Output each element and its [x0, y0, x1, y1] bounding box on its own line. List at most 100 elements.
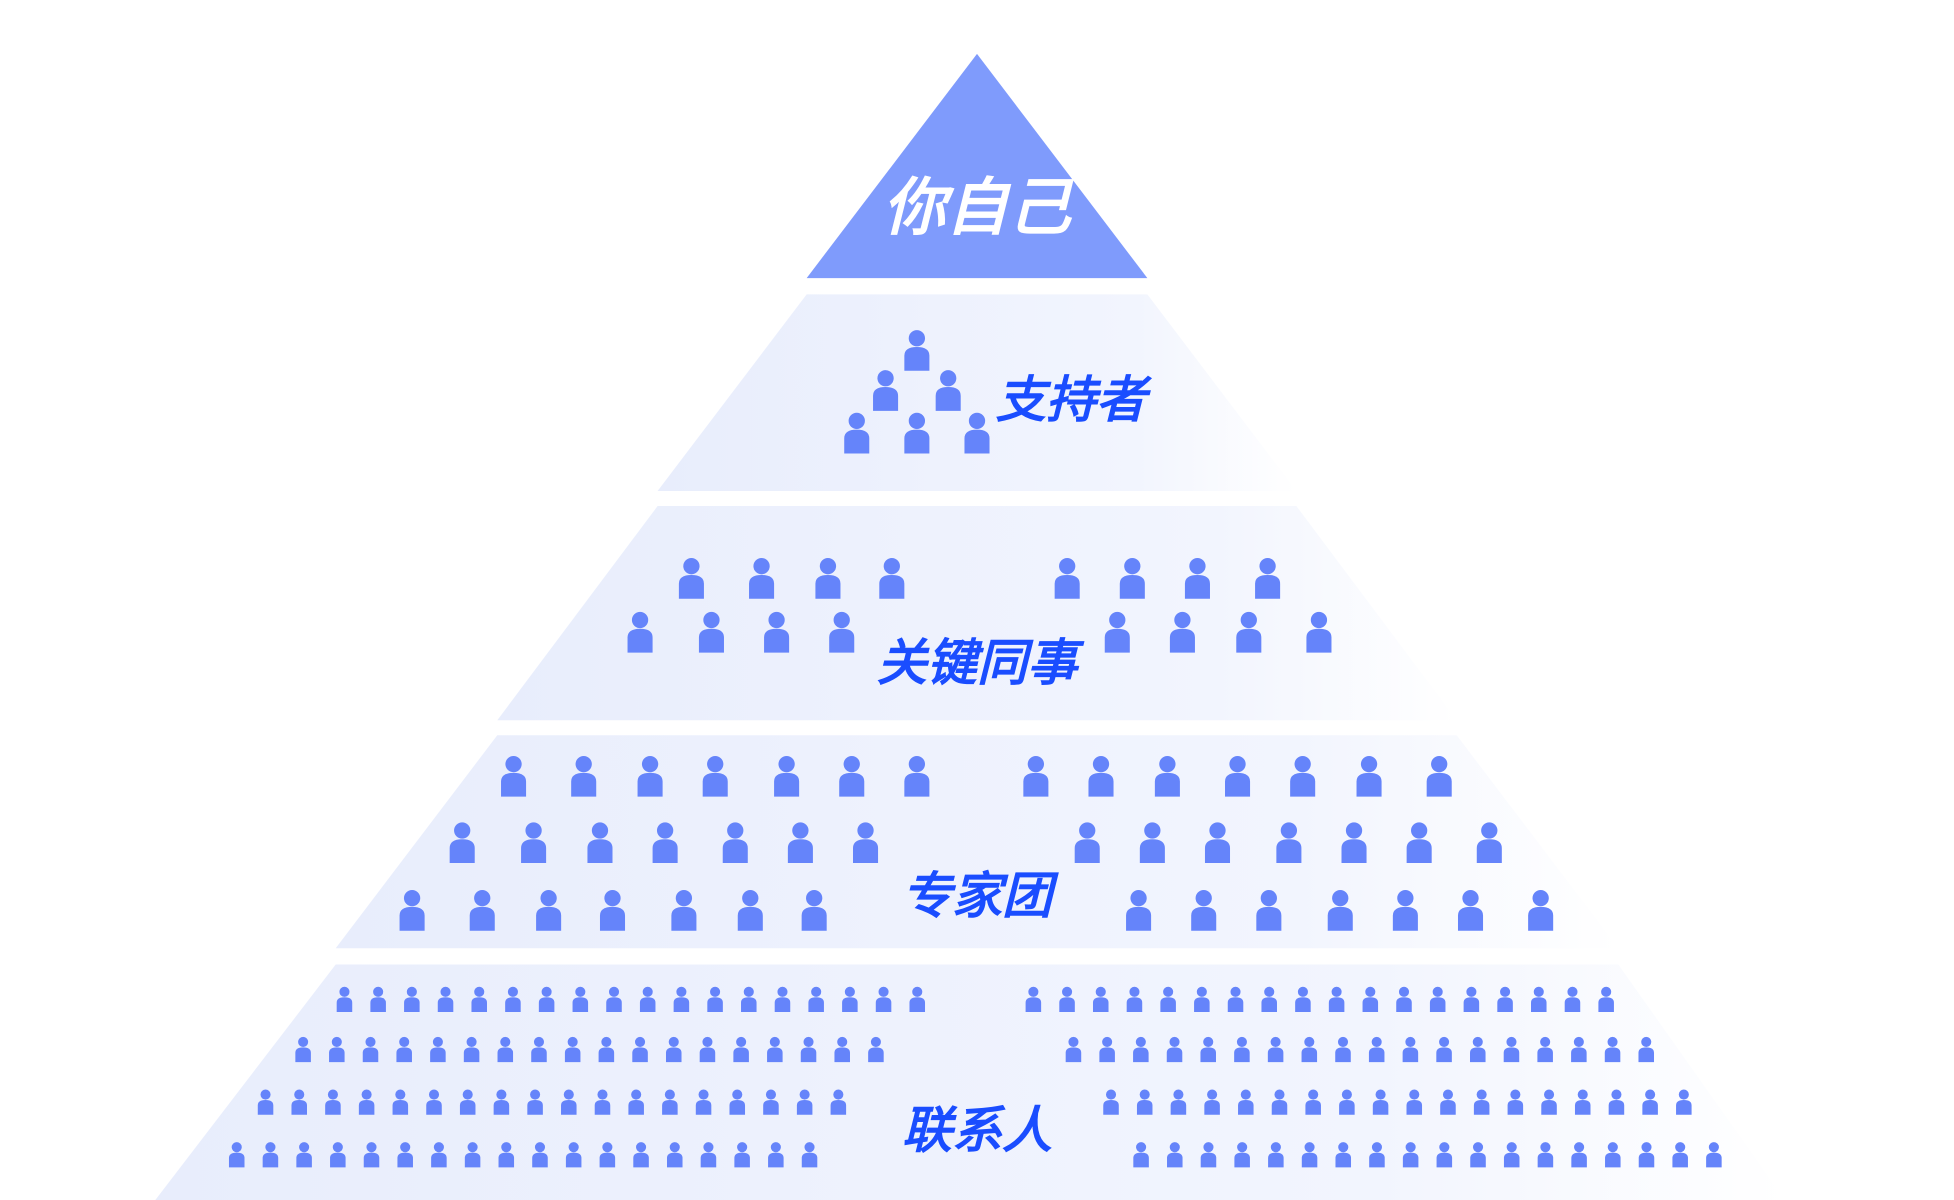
person-icon [430, 1036, 446, 1063]
person-icon [1436, 1036, 1452, 1063]
person-icon [599, 1142, 616, 1168]
person-icon [1306, 611, 1332, 653]
person-icon [599, 889, 626, 931]
person-icon [396, 1036, 412, 1063]
person-icon [1537, 1142, 1554, 1168]
person-icon [774, 755, 800, 797]
person-icon [1436, 1142, 1453, 1168]
person-icon [699, 1036, 716, 1063]
person-icon [733, 1036, 749, 1063]
person-icon [1672, 1142, 1688, 1168]
person-icon [1255, 558, 1281, 599]
person-icon [564, 1036, 581, 1063]
person-icon [1204, 1089, 1220, 1115]
person-icon [464, 1142, 481, 1168]
person-icon [1402, 1142, 1419, 1168]
person-icon [1608, 1089, 1625, 1115]
person-icon [469, 889, 495, 931]
tier-apex-you [806, 53, 1148, 279]
person-icon [815, 558, 841, 599]
person-icon [1256, 889, 1282, 931]
person-icon [768, 1142, 784, 1168]
person-icon [633, 1142, 649, 1168]
person-icon [1126, 986, 1143, 1013]
person-icon [787, 822, 813, 864]
person-icon [538, 986, 555, 1013]
person-icon [628, 1089, 644, 1115]
person-icon [1301, 1142, 1318, 1168]
person-icon [1531, 986, 1547, 1013]
person-icon [296, 1142, 312, 1168]
person-icon [358, 1089, 375, 1115]
person-icon [1528, 889, 1554, 931]
person-icon [763, 1089, 779, 1115]
person-icon [521, 822, 547, 864]
person-icon [291, 1089, 308, 1115]
person-icon [800, 1036, 817, 1063]
person-icon [1119, 558, 1145, 599]
person-icon [1335, 1142, 1352, 1168]
person-icon [875, 986, 892, 1013]
tier-label-contacts: 联系人 [902, 1100, 1052, 1159]
person-icon [505, 986, 521, 1013]
person-icon [1605, 1142, 1621, 1168]
tier-label-key-colleagues: 关键同事 [877, 633, 1085, 692]
person-icon [1362, 986, 1379, 1013]
person-icon [764, 611, 790, 653]
person-icon [471, 986, 487, 1013]
person-icon [909, 986, 926, 1013]
person-icon [329, 1036, 345, 1063]
person-icon [1103, 1089, 1119, 1115]
person-icon [536, 889, 562, 931]
person-icon [1429, 986, 1446, 1013]
person-icon [1092, 986, 1109, 1013]
person-icon [362, 1036, 379, 1063]
person-icon [370, 986, 386, 1013]
person-icon [532, 1142, 548, 1168]
person-icon [839, 755, 865, 797]
person-icon [431, 1142, 447, 1168]
person-icon [734, 1142, 750, 1168]
person-icon [1133, 1142, 1149, 1168]
person-icon [700, 1142, 717, 1168]
person-icon [1088, 755, 1114, 797]
person-icon [257, 1089, 274, 1115]
person-icon [1676, 1089, 1692, 1115]
person-icon [1166, 1036, 1183, 1063]
person-icon [737, 889, 763, 931]
person-icon [1268, 1142, 1284, 1168]
person-icon [1104, 611, 1130, 653]
person-icon [1160, 986, 1176, 1013]
person-icon [666, 1142, 683, 1168]
person-icon [336, 986, 353, 1013]
person-icon [1154, 755, 1180, 797]
person-icon [1564, 986, 1581, 1013]
person-icon [1059, 986, 1075, 1013]
person-icon [449, 822, 475, 864]
person-icon [1204, 822, 1231, 864]
person-icon [1426, 755, 1452, 797]
person-icon [531, 1036, 547, 1063]
person-icon [673, 986, 690, 1013]
person-icon [228, 1142, 245, 1168]
person-icon [852, 822, 879, 864]
person-icon [1271, 1089, 1288, 1115]
person-icon [1236, 611, 1262, 653]
person-icon [1503, 1036, 1520, 1063]
person-icon [501, 755, 527, 797]
person-icon [830, 1089, 847, 1115]
person-icon [904, 330, 930, 371]
person-icon [639, 986, 656, 1013]
person-icon [1194, 986, 1210, 1013]
person-icon [829, 611, 855, 653]
person-icon [565, 1142, 582, 1168]
person-icon [1463, 986, 1480, 1013]
person-icon [1074, 822, 1100, 864]
person-icon [392, 1089, 409, 1115]
person-icon [801, 1142, 818, 1168]
person-icon [262, 1142, 279, 1168]
person-icon [437, 986, 454, 1013]
person-icon [561, 1089, 577, 1115]
person-icon [729, 1089, 746, 1115]
person-icon [1023, 755, 1049, 797]
